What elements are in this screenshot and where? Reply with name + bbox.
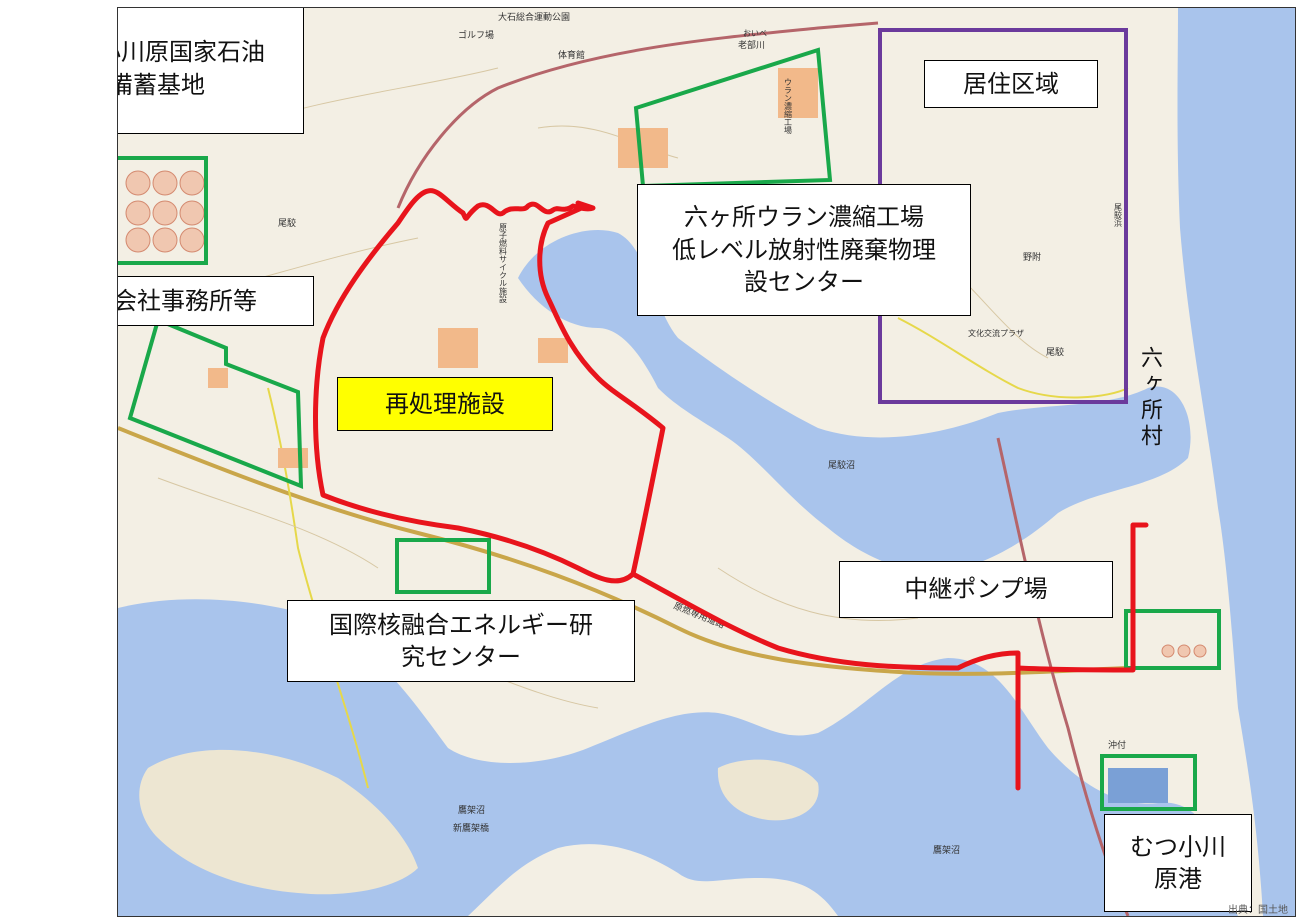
map-text-obuchi-beach: 尾駮浜 — [1114, 203, 1123, 228]
facility-buildings — [208, 68, 818, 468]
map-credit: 出典：国土地理院 — [1228, 905, 1288, 916]
fusion-outline — [395, 538, 491, 594]
label-fusion-center: 国際核融合エネルギー研 究センター — [287, 600, 635, 682]
map-text-golf: ゴルフ場 — [458, 29, 494, 41]
marsh-island — [139, 749, 419, 895]
partner-offices-outline — [127, 317, 304, 489]
pump-outline — [1124, 609, 1221, 670]
oil-base-outline — [118, 156, 208, 265]
red-boundary — [313, 188, 1149, 791]
label-reprocessing: 再処理施設 — [337, 377, 553, 431]
route-yellow-2 — [897, 317, 1129, 399]
oil-tanks — [125, 170, 205, 253]
map-text-obuchi-marsh: 尾駮沼 — [828, 459, 855, 471]
map-text-nozuke: 野附 — [1023, 251, 1041, 263]
map-text-oibe-river: 老部川 — [738, 39, 765, 51]
route-yellow — [267, 387, 369, 789]
label-port: むつ小川 原港 — [1104, 814, 1252, 912]
label-uranium-center: 六ヶ所ウラン濃縮工場 低レベル放射性廃棄物理 設センター — [637, 184, 971, 316]
map-text-park: 大石総合運動公園 — [498, 11, 570, 23]
map-text-uranium-plant: ウラン濃縮工場 — [784, 78, 793, 135]
village-label: 六ヶ所村 — [1137, 346, 1162, 450]
railway-line — [396, 21, 879, 209]
map-text-okitsuke: 沖付 — [1108, 739, 1126, 751]
map-text-gym: 体育館 — [558, 49, 585, 61]
label-pump-station: 中継ポンプ場 — [839, 561, 1113, 618]
obuchi-marsh — [518, 230, 1191, 573]
map-text-takahoko-marsh: 鷹架沼 — [458, 804, 485, 816]
label-oil-base: むつ小川原国家石油 備蓄基地 — [118, 8, 304, 134]
port-outline — [1100, 754, 1197, 811]
map-frame: 大石総合運動公園 ゴルフ場 体育館 おいべ 老部川 ウラン濃縮工場 原子燃料サイ… — [117, 7, 1296, 917]
reprocessing-boundary — [313, 188, 666, 584]
label-residential: 居住区域 — [924, 60, 1098, 108]
map-text-bunka: 文化交流プラザ — [968, 328, 1024, 338]
map-canvas[interactable]: 大石総合運動公園 ゴルフ場 体育館 おいべ 老部川 ウラン濃縮工場 原子燃料サイ… — [118, 8, 1295, 916]
map-text-obuchi: 尾駮 — [1046, 346, 1064, 358]
map-text-oibe: おいべ — [743, 29, 767, 38]
sea — [1177, 8, 1295, 916]
marsh-island-2 — [717, 759, 819, 821]
port-basin — [1108, 768, 1168, 803]
label-partner-offices: 協力会社事務所等 — [118, 276, 314, 326]
pump-tanks — [1161, 644, 1207, 658]
map-text-takahoko-marsh-2: 鷹架沼 — [933, 844, 960, 856]
highway-road — [118, 426, 1129, 676]
uranium-outline — [633, 47, 833, 189]
map-text-obuchi-town: 尾駮 — [278, 217, 296, 229]
map-text-shin-bridge: 新鷹架橋 — [453, 822, 489, 834]
pipeline-route — [630, 522, 1149, 791]
map-text-fuel-cycle: 原子燃料サイクル施設 — [499, 223, 508, 304]
facility-outlines — [118, 47, 1221, 811]
